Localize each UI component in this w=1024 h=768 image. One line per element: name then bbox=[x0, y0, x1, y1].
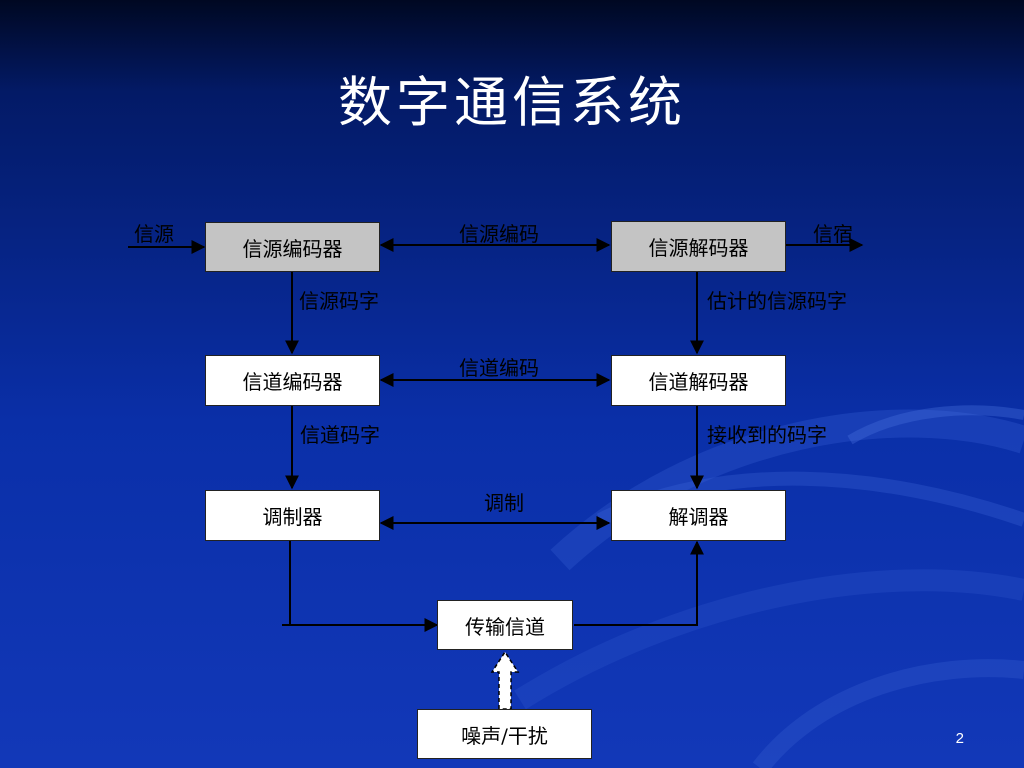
channel-decoder-block: 信道解码器 bbox=[611, 355, 786, 406]
noise-arrow bbox=[490, 650, 520, 710]
demodulator-block: 解调器 bbox=[611, 490, 786, 541]
channel-to-demodulator-path bbox=[574, 540, 704, 626]
received-codeword-label: 接收到的码字 bbox=[707, 423, 827, 447]
estimated-source-codeword-label: 估计的信源码字 bbox=[707, 289, 847, 313]
source-codeword-label: 信源码字 bbox=[299, 289, 379, 313]
channel-codeword-label: 信道码字 bbox=[300, 423, 380, 447]
page-number: 2 bbox=[955, 730, 964, 747]
transmission-channel-block: 传输信道 bbox=[437, 600, 573, 650]
slide-title: 数字通信系统 bbox=[338, 71, 686, 134]
sink-label: 信宿 bbox=[813, 222, 853, 246]
source-label: 信源 bbox=[134, 222, 174, 246]
source-decoder-block: 信源解码器 bbox=[611, 221, 786, 272]
channel-coding-label: 信道编码 bbox=[459, 356, 539, 380]
source-coding-label: 信源编码 bbox=[459, 222, 539, 246]
modulator-block: 调制器 bbox=[205, 490, 380, 541]
modulator-to-channel-path bbox=[282, 541, 291, 626]
modulation-label: 调制 bbox=[484, 491, 524, 515]
noise-interference-block: 噪声/干扰 bbox=[417, 709, 592, 759]
source-encoder-block: 信源编码器 bbox=[205, 222, 380, 272]
channel-encoder-block: 信道编码器 bbox=[205, 355, 380, 406]
